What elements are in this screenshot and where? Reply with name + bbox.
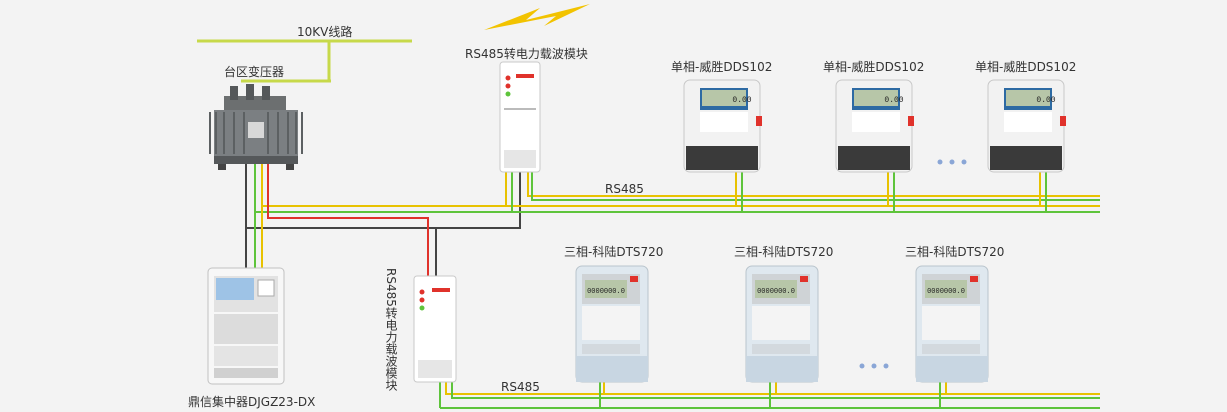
transformer-label: 台区变压器 <box>224 63 284 80</box>
three-meter-label: 三相-科陆DTS720 <box>564 243 663 260</box>
single-meter-label: 单相-威胜DDS102 <box>671 58 772 75</box>
rs485-module-left <box>414 276 456 382</box>
line-10kv-label: 10KV线路 <box>297 23 352 40</box>
three-meter-reading: 0000000.0 <box>927 288 965 296</box>
rs485-top-label: RS485 <box>605 182 644 196</box>
rs485-module-top-label: RS485转电力载波模块 <box>465 45 588 62</box>
three-meter-label: 三相-科陆DTS720 <box>905 243 1004 260</box>
single-meter-3 <box>988 80 1066 172</box>
lightning-icon <box>484 4 590 30</box>
rs485-bottom-label: RS485 <box>501 380 540 394</box>
single-meter-reading: 0.00 <box>732 96 751 105</box>
ellipsis-dots-top <box>938 160 967 165</box>
single-meter-label: 单相-威胜DDS102 <box>975 58 1076 75</box>
ellipsis-dots-bottom <box>860 364 889 369</box>
transformer-icon <box>210 84 302 170</box>
concentrator-label: 鼎信集中器DJGZ23-DX <box>188 393 315 410</box>
single-meter-reading: 0.00 <box>1036 96 1055 105</box>
three-meter-label: 三相-科陆DTS720 <box>734 243 833 260</box>
single-meter-1 <box>684 80 762 172</box>
rs485-module-top <box>500 62 540 172</box>
three-meter-reading: 0000000.0 <box>757 288 795 296</box>
single-meter-reading: 0.00 <box>884 96 903 105</box>
rs485-module-left-label: RS485转电力载波模块 <box>383 268 400 391</box>
three-meter-3 <box>916 266 988 382</box>
three-meter-reading: 0000000.0 <box>587 288 625 296</box>
single-meter-label: 单相-威胜DDS102 <box>823 58 924 75</box>
concentrator-device <box>208 268 284 384</box>
three-meter-2 <box>746 266 818 382</box>
single-meter-2 <box>836 80 914 172</box>
three-meter-1 <box>576 266 648 382</box>
